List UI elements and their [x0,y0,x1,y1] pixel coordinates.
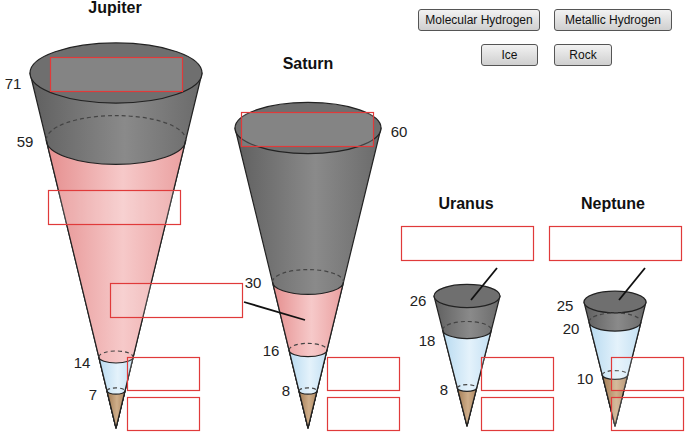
layer-back-edge [289,343,327,350]
answer-chip: Rock [554,44,612,66]
drop-target-box [550,227,682,261]
cone-top-face [584,291,646,313]
chip-label: Rock [569,48,596,62]
leader-line [619,268,645,300]
leader-line [471,268,497,300]
drop-target-box [328,398,400,431]
radius-number: 71 [5,76,22,91]
radius-number: 10 [577,371,594,386]
cone-top-face [235,102,381,153]
answer-chip: Metallic Hydrogen [554,9,672,31]
drop-target-box [482,398,554,431]
radius-number: 60 [391,124,408,139]
cone-layer [457,388,476,426]
drop-target-box [402,227,534,261]
drop-target-box [111,284,243,318]
cone-layer [107,391,125,428]
drop-target-box [128,358,200,391]
planet-cone [30,43,202,428]
drop-target-box [328,358,400,391]
layer-back-edge [99,351,133,357]
layer-back-edge [46,116,186,140]
cone-layer [289,350,327,428]
layer-back-edge [457,385,476,388]
leader-line [244,302,305,320]
cone-top-face [434,284,500,307]
radius-number: 8 [440,382,448,397]
planet-name: Jupiter [88,0,141,16]
chip-label: Molecular Hydrogen [425,13,532,27]
layer-back-edge [589,313,641,322]
layer-back-edge [272,270,343,282]
radius-number: 16 [263,343,280,358]
drop-target-box [51,58,183,92]
planet-name: Saturn [283,56,334,72]
radius-number: 30 [245,275,262,290]
planet-name: Uranus [438,196,493,212]
chip-label: Metallic Hydrogen [565,13,661,27]
radius-number: 18 [419,333,436,348]
answer-chip: Molecular Hydrogen [418,9,540,31]
cone-top-face [30,43,202,103]
radius-number: 25 [557,298,574,313]
radius-number: 20 [563,321,580,336]
chip-label: Ice [501,48,517,62]
drop-target-box [242,113,374,147]
answer-chip: Ice [481,44,538,66]
drop-target-box [128,398,200,431]
radius-number: 8 [282,383,290,398]
layer-back-edge [107,388,125,391]
cone-layer [30,73,202,428]
drop-target-box [612,358,684,391]
planet-name: Neptune [581,196,645,212]
radius-number: 14 [74,355,91,370]
drop-target-box [612,398,684,431]
drop-target-box [482,358,554,391]
layer-back-edge [299,388,317,391]
radius-number: 26 [410,293,427,308]
radius-number: 7 [89,387,97,402]
drop-target-box [49,191,181,225]
layer-back-edge [443,321,492,330]
cone-layer [299,391,317,428]
radius-number: 59 [17,134,34,149]
